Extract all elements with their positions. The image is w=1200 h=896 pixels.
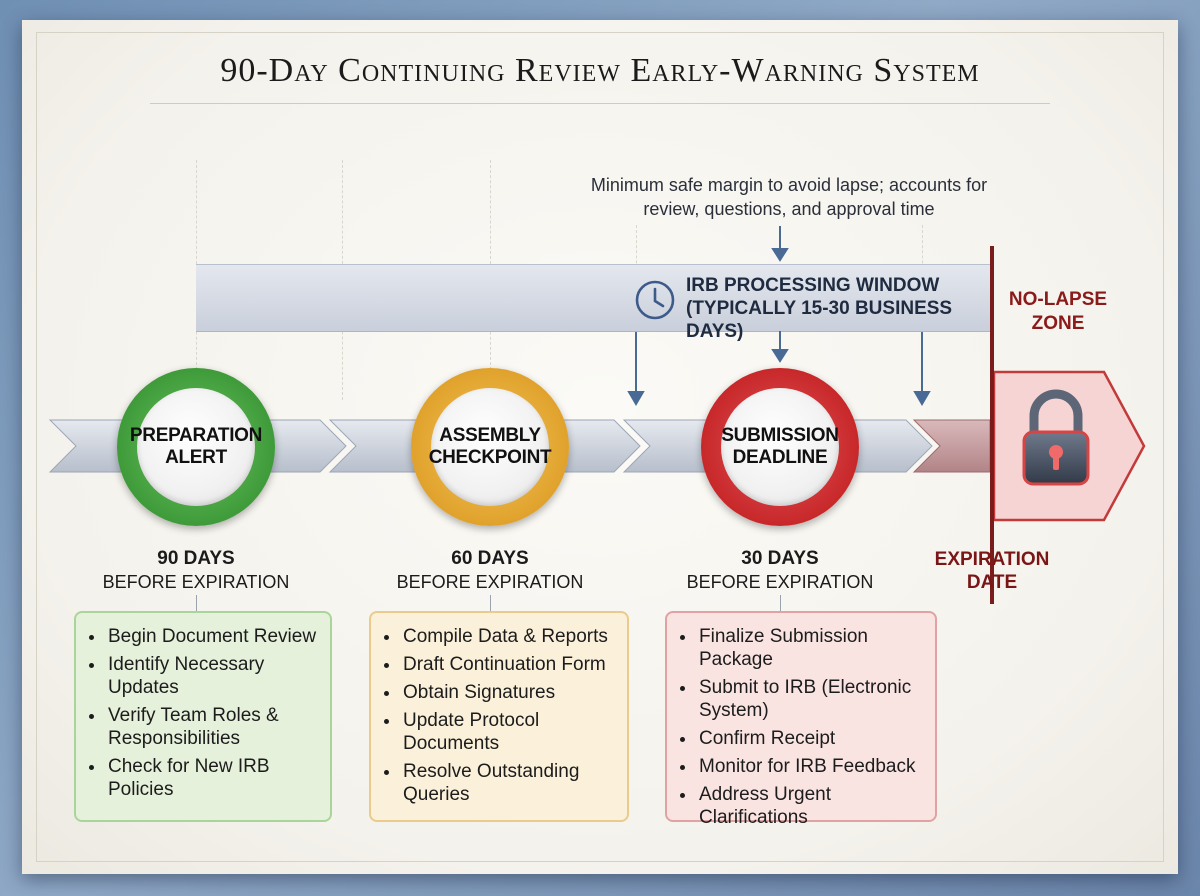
task-item: Verify Team Roles & Responsibilities [106, 704, 320, 750]
processing-window-title: IRB PROCESSING WINDOW [686, 275, 940, 296]
expiration-line1: EXPIRATION [934, 549, 1050, 570]
safe-margin-note: Minimum safe margin to avoid lapse; acco… [590, 175, 988, 219]
title-divider [150, 103, 1050, 104]
task-item: Identify Necessary Updates [106, 653, 320, 699]
assembly-tasks-box: Compile Data & ReportsDraft Continuation… [369, 611, 629, 822]
expiration-line2: DATE [966, 572, 1018, 593]
processing-window-label: IRB PROCESSING WINDOW (TYPICALLY 15-30 B… [686, 274, 986, 343]
no-lapse-line2: ZONE [1031, 313, 1085, 334]
task-item: Draft Continuation Form [401, 653, 617, 676]
days-label-30: 30 DAYS [741, 548, 819, 569]
milestone-label: ASSEMBLY CHECKPOINT [428, 425, 552, 468]
task-item: Begin Document Review [106, 625, 320, 648]
preparation-tasks-box: Begin Document ReviewIdentify Necessary … [74, 611, 332, 822]
task-item: Compile Data & Reports [401, 625, 617, 648]
days-label-90: 90 DAYS [157, 548, 235, 569]
task-item: Monitor for IRB Feedback [697, 755, 925, 778]
task-item: Address Urgent Clarifications [697, 783, 925, 829]
note-arrow-top-head [771, 248, 789, 262]
panel-frame [36, 32, 1164, 862]
window-end-arrow-head [913, 391, 931, 406]
task-item: Confirm Receipt [697, 727, 925, 750]
submission-tasks-box: Finalize Submission PackageSubmit to IRB… [665, 611, 937, 828]
connector-30 [780, 595, 781, 611]
expiration-date-label: EXPIRATION DATE [930, 548, 1054, 594]
milestone-inner [431, 388, 549, 506]
before-expiration-90: BEFORE EXPIRATION [102, 572, 290, 592]
task-item: Update Protocol Documents [401, 709, 617, 755]
task-item: Check for New IRB Policies [106, 755, 320, 801]
assembly-task-list: Compile Data & ReportsDraft Continuation… [385, 625, 617, 806]
task-item: Resolve Outstanding Queries [401, 760, 617, 806]
chevron-segment-4 [912, 419, 991, 473]
connector-90 [196, 595, 197, 611]
days-label-60: 60 DAYS [451, 548, 529, 569]
before-expiration-30: BEFORE EXPIRATION [686, 572, 874, 592]
milestone-label: SUBMISSION DEADLINE [721, 425, 839, 468]
task-item: Submit to IRB (Electronic System) [697, 676, 925, 722]
milestone-label: PREPARATION ALERT [129, 425, 263, 468]
submission-deadline-milestone: SUBMISSION DEADLINE [701, 368, 859, 526]
before-expiration-60: BEFORE EXPIRATION [396, 572, 584, 592]
milestone-inner [721, 388, 839, 506]
connector-60 [490, 595, 491, 611]
no-lapse-zone-label: NO-LAPSE ZONE [996, 288, 1120, 336]
submission-task-list: Finalize Submission PackageSubmit to IRB… [681, 625, 925, 829]
milestone-inner [137, 388, 255, 506]
clock-icon [635, 280, 675, 320]
task-item: Obtain Signatures [401, 681, 617, 704]
padlock-icon [1022, 389, 1090, 486]
irb-processing-window-band [196, 264, 990, 332]
note-arrow-bottom-head [771, 349, 789, 363]
processing-window-duration: (TYPICALLY 15-30 BUSINESS DAYS) [686, 298, 953, 342]
preparation-alert-milestone: PREPARATION ALERT [117, 368, 275, 526]
preparation-task-list: Begin Document ReviewIdentify Necessary … [90, 625, 320, 801]
expiration-line [990, 246, 994, 604]
task-item: Finalize Submission Package [697, 625, 925, 671]
no-lapse-line1: NO-LAPSE [1008, 289, 1108, 310]
assembly-checkpoint-milestone: ASSEMBLY CHECKPOINT [411, 368, 569, 526]
diagram-title: 90-Day Continuing Review Early-Warning S… [220, 52, 980, 89]
window-start-arrow-head [627, 391, 645, 406]
